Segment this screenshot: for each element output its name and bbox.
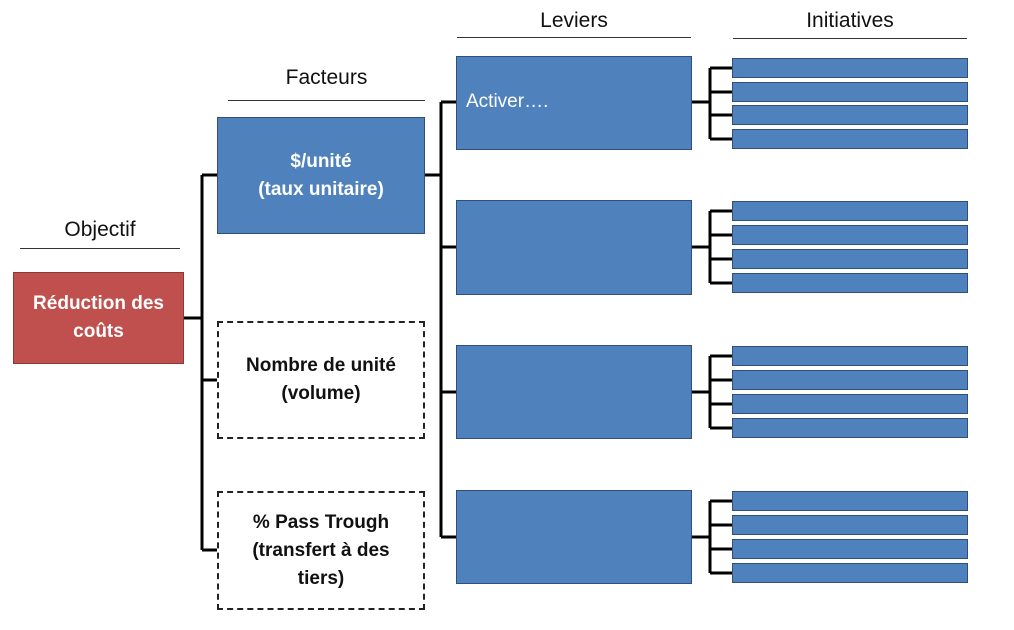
- initiative-bar: [732, 225, 968, 245]
- header-facteurs-underline: [228, 100, 425, 101]
- lever-box-4: [456, 490, 692, 584]
- factor-label-line: % Pass Trough: [252, 511, 390, 533]
- initiative-bar: [732, 201, 968, 221]
- lever-box-1: Activer….: [456, 56, 692, 150]
- factor-label-line: (transfert à des: [252, 539, 390, 561]
- initiative-bar: [732, 515, 968, 535]
- factor-label-line: tiers): [297, 567, 345, 589]
- header-leviers: Leviers: [540, 9, 608, 32]
- initiative-bar: [732, 563, 968, 583]
- lever-label: Activer….: [466, 91, 549, 112]
- initiative-bar: [732, 273, 968, 293]
- factor-label-line: (taux unitaire): [258, 178, 384, 200]
- header-leviers-underline: [457, 37, 691, 38]
- objective-label-line1: Réduction des: [33, 293, 164, 314]
- initiative-bar: [732, 58, 968, 78]
- lever-box-3: [456, 345, 692, 439]
- initiative-bar: [732, 370, 968, 390]
- initiative-bar: [732, 249, 968, 269]
- factor-box-pass-through: % Pass Trough (transfert à des tiers): [217, 491, 425, 610]
- initiative-bar: [732, 418, 968, 438]
- objective-box: Réduction des coûts: [13, 272, 184, 364]
- factor-box-unit-rate: $/unité (taux unitaire): [217, 117, 425, 234]
- header-facteurs: Facteurs: [285, 66, 368, 89]
- header-objectif: Objectif: [64, 218, 136, 241]
- header-initiatives-underline: [733, 38, 967, 39]
- initiative-bar: [732, 539, 968, 559]
- initiative-bar: [732, 346, 968, 366]
- initiative-bar: [732, 105, 968, 125]
- header-objectif-underline: [20, 248, 180, 249]
- initiative-bar: [732, 129, 968, 149]
- initiative-bar: [732, 394, 968, 414]
- header-initiatives: Initiatives: [806, 9, 894, 32]
- factor-label-line: Nombre de unité: [246, 355, 396, 376]
- initiative-bar: [732, 82, 968, 102]
- factor-label-line: (volume): [281, 383, 361, 404]
- lever-box-2: [456, 200, 692, 295]
- factor-label-line: $/unité: [290, 150, 352, 172]
- objective-label-line2: coûts: [73, 321, 124, 342]
- initiative-bar: [732, 491, 968, 511]
- factor-box-volume: Nombre de unité (volume): [217, 321, 425, 439]
